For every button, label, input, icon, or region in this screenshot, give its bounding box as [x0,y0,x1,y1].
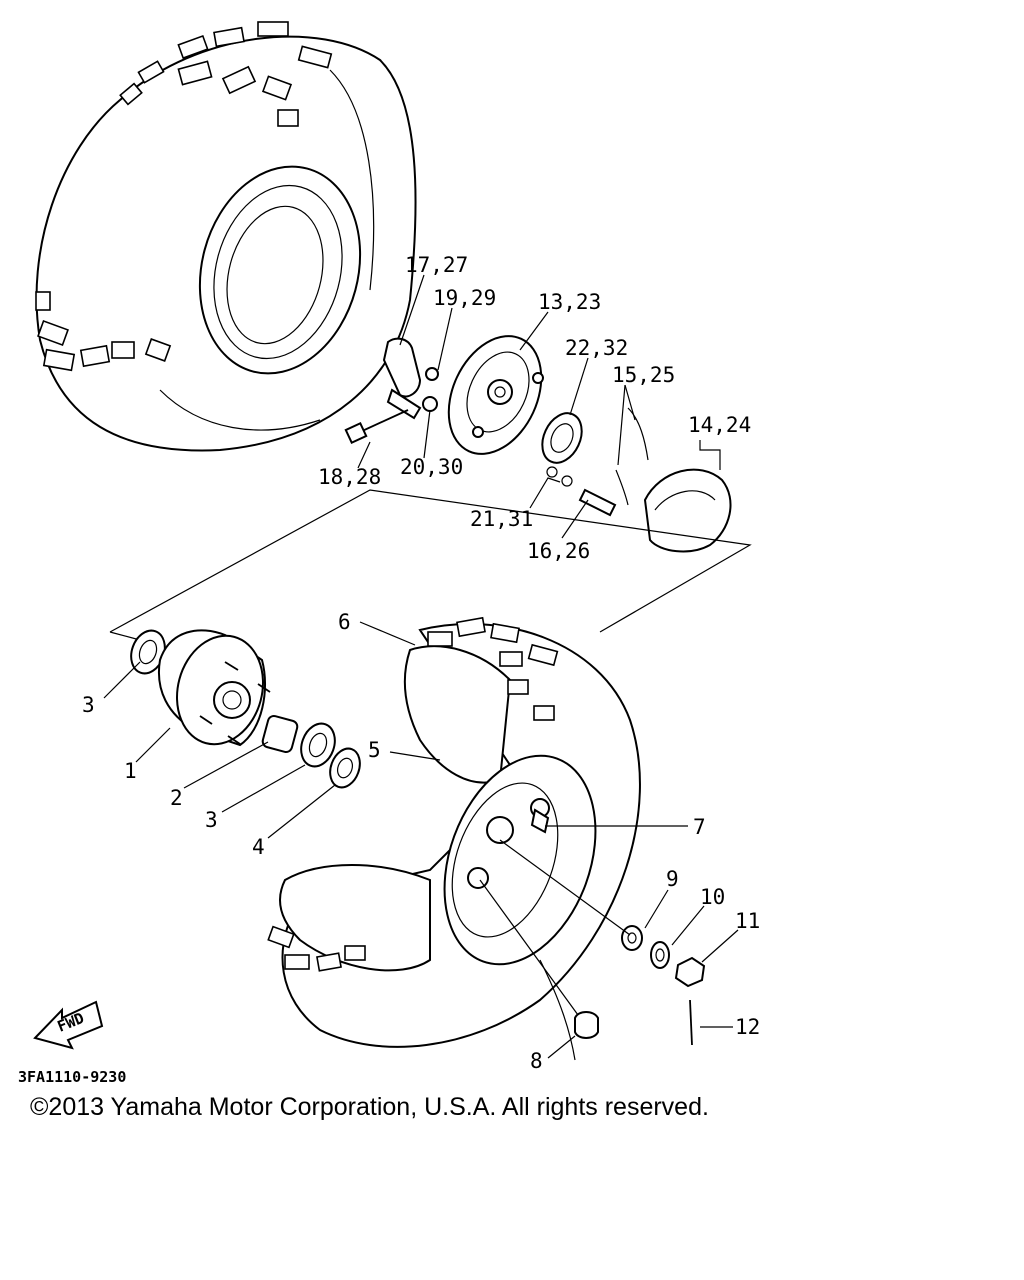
callout-11: 11 [735,909,760,933]
upper-tire-drawing [35,21,417,452]
callout-15-25: 15,25 [612,363,675,387]
callout-20-30: 20,30 [400,455,463,479]
leader-lines [103,274,739,1059]
callout-21-31: 21,31 [470,507,533,531]
upper-tire-tread [35,21,333,372]
callout-10: 10 [700,885,725,909]
callout-5: 5 [368,738,381,762]
callout-17-27: 17,27 [405,253,468,277]
callout-12: 12 [735,1015,760,1039]
callout-6: 6 [338,610,351,634]
callout-7: 7 [693,815,706,839]
callout-13-23: 13,23 [538,290,601,314]
lower-tire-drawing [267,616,641,1061]
callout-3-upper: 3 [82,693,95,717]
callout-16-26: 16,26 [527,539,590,563]
callout-19-29: 19,29 [433,286,496,310]
brake-assembly-drawing [344,335,732,553]
callout-8: 8 [530,1049,543,1073]
callout-1: 1 [124,759,137,783]
hub-parts-drawing [130,629,361,789]
drawing-code: 3FA1110-9230 [18,1068,126,1086]
callout-18-28: 18,28 [318,465,381,489]
callout-3-lower: 3 [205,808,218,832]
fwd-arrow-icon: FWD [33,1000,104,1050]
callout-2: 2 [170,786,183,810]
lower-tire-tread [267,616,559,972]
callout-14-24: 14,24 [688,413,751,437]
fastener-parts-drawing [530,808,706,1046]
callout-labels: 17,27 19,29 13,23 22,32 15,25 14,24 18,2… [82,253,760,1073]
callout-9: 9 [666,867,679,891]
callout-4: 4 [252,835,265,859]
callout-22-32: 22,32 [565,336,628,360]
copyright-notice: ©2013 Yamaha Motor Corporation, U.S.A. A… [30,1093,709,1121]
assembly-outline [109,489,752,641]
exploded-parts-diagram: FWD 17,27 19,29 13,23 22,32 1 5 [18,21,760,1086]
